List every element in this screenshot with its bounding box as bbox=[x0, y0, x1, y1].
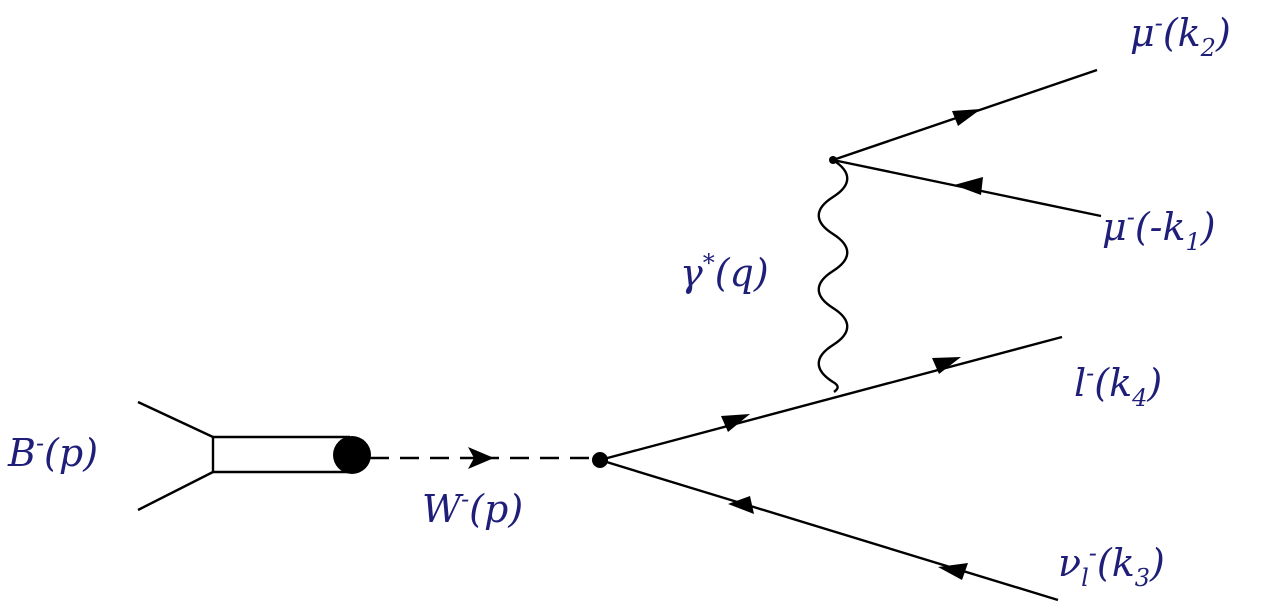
label-neutrino: νl-(k3) bbox=[1058, 539, 1165, 592]
muon-in-arrow bbox=[954, 177, 983, 195]
muon-in-line bbox=[832, 158, 1102, 218]
meson-vertex-blob bbox=[333, 436, 371, 474]
label-lepton: l-(k4) bbox=[1074, 359, 1162, 412]
label-muon-out: μ-(k2) bbox=[1130, 9, 1231, 62]
lepton-arrow-1 bbox=[721, 414, 750, 432]
photon-wavy-line bbox=[817, 158, 849, 393]
label-photon: γ*(q) bbox=[680, 249, 769, 295]
neutrino-arrow-1 bbox=[728, 496, 754, 514]
lepton-line bbox=[599, 335, 1063, 462]
neutrino-segment bbox=[599, 458, 1059, 602]
label-w-boson: W-(p) bbox=[422, 485, 523, 531]
label-muon-in: μ-(-k1) bbox=[1102, 203, 1216, 256]
quark-line-lower bbox=[137, 470, 214, 512]
label-b-meson: B-(p) bbox=[7, 429, 98, 475]
w-boson-line bbox=[370, 447, 597, 469]
lepton-arrow-2 bbox=[932, 357, 961, 374]
quark-line-upper bbox=[137, 400, 214, 439]
neutrino-arrow-2 bbox=[938, 563, 968, 580]
neutrino-line bbox=[599, 458, 1059, 602]
b-meson-propagator bbox=[137, 400, 371, 512]
muon-out-arrow bbox=[952, 109, 981, 126]
w-arrow bbox=[468, 447, 494, 469]
muon-out-line bbox=[832, 68, 1098, 162]
lepton-segment bbox=[599, 335, 1063, 462]
